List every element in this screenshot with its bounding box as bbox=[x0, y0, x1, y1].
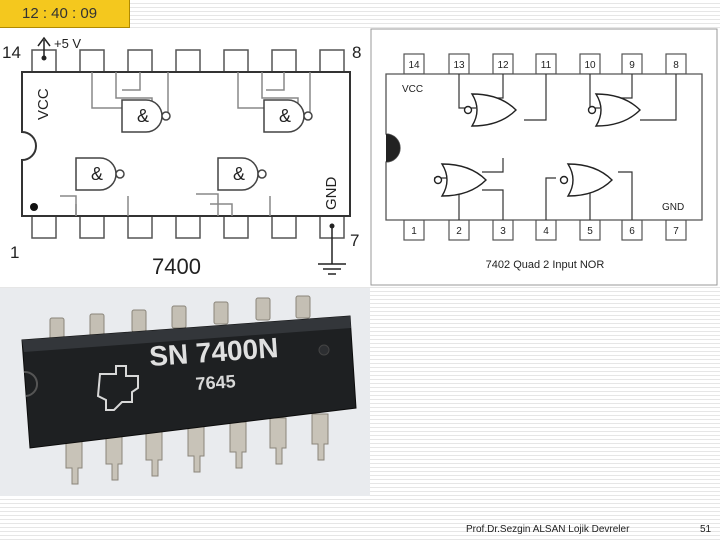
pin-number-top-right: 8 bbox=[352, 43, 361, 62]
vcc-node-dot bbox=[41, 55, 47, 61]
timer-display: 12 : 40 : 09 bbox=[0, 0, 130, 28]
slide-footer: Prof.Dr.Sezgin ALSAN Lojik Devreler bbox=[466, 524, 629, 535]
pin-label: 6 bbox=[629, 226, 635, 237]
pin-number-bottom-left: 1 bbox=[10, 243, 19, 262]
vcc-label: VCC bbox=[35, 88, 52, 120]
pin-label: 3 bbox=[500, 226, 506, 237]
pin-label: 5 bbox=[587, 226, 593, 237]
bottom-pins bbox=[31, 215, 345, 239]
author-name: Prof.Dr.Sezgin ALSAN bbox=[466, 524, 566, 535]
wiring bbox=[60, 72, 311, 216]
nor-7402-diagram: 14 13 12 11 10 9 8 1 2 3 4 5 6 7 bbox=[370, 28, 720, 286]
top-pin-labels: 14 13 12 11 10 9 8 bbox=[408, 60, 679, 71]
chip-photo: SN 7400N 7645 bbox=[0, 288, 370, 496]
supply-label: +5 V bbox=[54, 36, 81, 51]
pin-number-bottom-right: 7 bbox=[350, 231, 359, 250]
gnd-label: GND bbox=[662, 202, 684, 213]
pin-label: 10 bbox=[584, 60, 596, 71]
pin-label: 14 bbox=[408, 60, 420, 71]
pin-label: 1 bbox=[411, 226, 417, 237]
pin-label: 7 bbox=[673, 226, 679, 237]
supply-arrow bbox=[37, 36, 51, 58]
course-name: Lojik Devreler bbox=[568, 524, 630, 535]
nand-7400-diagram: & & & & VCC GND +5 V 14 8 1 7 7400 bbox=[0, 28, 370, 286]
gnd-label: GND bbox=[323, 177, 340, 211]
bottom-pin-labels: 1 2 3 4 5 6 7 bbox=[411, 226, 679, 237]
chip-notch bbox=[386, 134, 400, 162]
gate-symbol: & bbox=[233, 164, 245, 184]
photo-pin1-dimple bbox=[318, 344, 330, 356]
diagram-caption: 7402 Quad 2 Input NOR bbox=[486, 259, 605, 271]
nor-gates bbox=[433, 93, 641, 197]
gate-symbol: & bbox=[279, 106, 291, 126]
part-name: 7400 bbox=[152, 254, 201, 279]
pin1-marker bbox=[30, 203, 38, 211]
page-number: 51 bbox=[700, 524, 712, 535]
chip-body bbox=[385, 73, 703, 221]
pin-number-top-left: 14 bbox=[2, 43, 21, 62]
top-pins bbox=[31, 49, 345, 73]
pin-label: 13 bbox=[453, 60, 465, 71]
bottom-pins bbox=[403, 219, 687, 241]
gate-symbol: & bbox=[137, 106, 149, 126]
chip-marking-line2: 7645 bbox=[195, 371, 236, 394]
photo-chip-highlight bbox=[22, 316, 351, 352]
top-pins bbox=[403, 53, 687, 75]
ti-logo bbox=[96, 365, 139, 411]
pin-label: 4 bbox=[543, 226, 549, 237]
nand-gates bbox=[75, 99, 313, 191]
gate-symbol: & bbox=[91, 164, 103, 184]
photo-top-pins bbox=[49, 295, 311, 341]
photo-bottom-pins bbox=[65, 413, 329, 485]
pin-label: 2 bbox=[456, 226, 462, 237]
chip-body bbox=[21, 71, 351, 217]
ground-symbol bbox=[318, 224, 346, 275]
pin-label: 11 bbox=[541, 60, 552, 71]
gnd-node-dot bbox=[329, 223, 335, 229]
pin-label: 9 bbox=[629, 60, 635, 71]
pin-label: 8 bbox=[673, 60, 679, 71]
gate-symbols: & & & & bbox=[91, 106, 291, 184]
vcc-label: VCC bbox=[402, 84, 423, 95]
pin-label: 12 bbox=[497, 60, 509, 71]
photo-notch bbox=[23, 370, 38, 397]
